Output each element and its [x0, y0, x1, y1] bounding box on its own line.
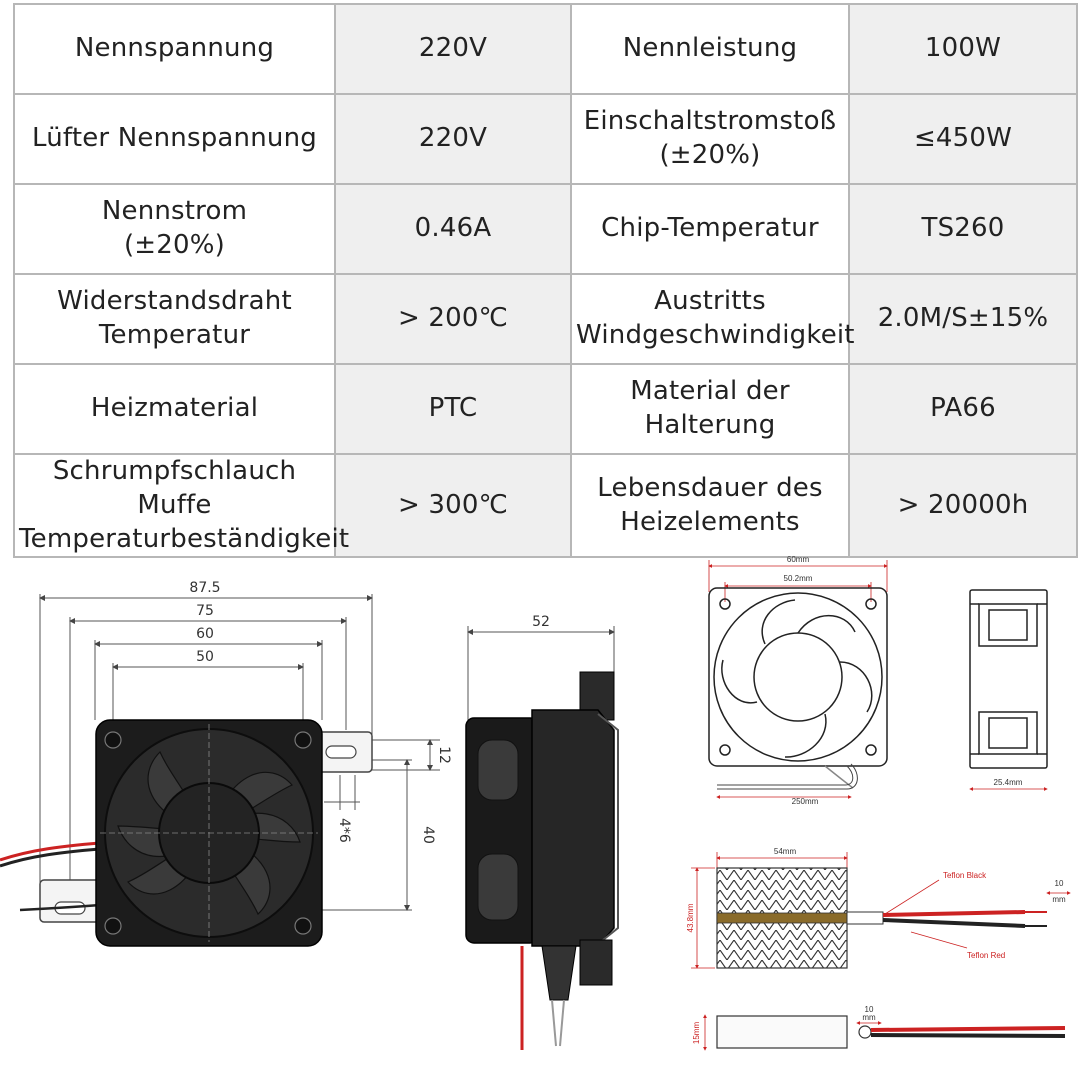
dim-mount-label: 75 [196, 603, 214, 619]
dim-strip-unit-label-2: mm [862, 1013, 876, 1022]
spec-value-cell: 0.46A [334, 183, 572, 275]
dim-overall-label: 87.5 [189, 580, 220, 596]
spec-label-cell: Nennstrom (±20%) [13, 183, 336, 275]
heater-thin-view [716, 1015, 1066, 1049]
dim-height-label: 40 [420, 826, 436, 844]
heater-wires [882, 910, 1047, 928]
dim-fan-label: 60 [196, 626, 214, 642]
spec-value-cell: > 20000h [848, 452, 1078, 559]
spec-value-cell: 220V [334, 3, 572, 95]
spec-label-cell: Widerstandsdraht Temperatur [13, 273, 336, 365]
dim-heater-height-label: 43.8mm [686, 903, 695, 932]
spec-label-cell: Austritts Windgeschwindigkeit [570, 273, 855, 365]
fan-side-outline [969, 589, 1048, 769]
side-body [465, 671, 619, 1050]
spec-label-cell: Chip-Temperatur [570, 183, 850, 275]
dim-heater-length-label: 54mm [774, 847, 797, 856]
dim-depth-label: 52 [532, 614, 550, 630]
spec-label-cell: Heizmaterial [13, 363, 336, 455]
spec-value-cell: TS260 [848, 183, 1078, 275]
spec-row: Schrumpfschlauch Muffe Temperaturbeständ… [13, 452, 1078, 559]
dim-hole-spacing-label: 50 [196, 649, 214, 665]
spec-label-cell: Nennleistung [570, 3, 850, 95]
fan-cable [717, 763, 858, 790]
front-view-drawing: 87.5 75 60 50 12 4*6 40 [0, 580, 452, 947]
spec-label-cell: Lebensdauer des Heizelements [570, 452, 850, 559]
spec-value-cell: ≤450W [848, 93, 1078, 185]
side-view-drawing: 52 [465, 614, 619, 1050]
dim-fan-depth-label: 25.4mm [994, 778, 1023, 787]
dim-fan-holes-label: 50.2mm [784, 574, 813, 583]
spec-label-cell: Lüfter Nennspannung [13, 93, 336, 185]
dim-cable-label: 250mm [792, 797, 819, 806]
wire-black-label: Teflon Black [943, 871, 987, 880]
spec-value-cell: 2.0M/S±15% [848, 273, 1078, 365]
dim-fan-width-label: 60mm [787, 555, 810, 564]
dim-strip-label-2: 10 [865, 1005, 874, 1014]
spec-value-cell: 220V [334, 93, 572, 185]
heater-spec-drawing: 54mm 43.8mm 10 mm 10 mm 15mm Teflon Blac… [686, 847, 1071, 1051]
spec-label-cell: Einschaltstromstoß (±20%) [570, 93, 850, 185]
spec-label-cell: Material der Halterung [570, 363, 850, 455]
spec-label-cell: Schrumpfschlauch Muffe Temperaturbeständ… [13, 452, 349, 559]
dim-holes-label: 4*6 [336, 818, 352, 843]
dim-strip-label: 10 [1055, 879, 1064, 888]
dim-heater-thickness-label: 15mm [692, 1022, 701, 1045]
dim-slot-height-label: 12 [436, 746, 452, 764]
spec-value-cell: PTC [334, 363, 572, 455]
spec-value-cell: PA66 [848, 363, 1078, 455]
spec-value-cell: 100W [848, 3, 1078, 95]
wire-red-label: Teflon Red [967, 951, 1005, 960]
spec-label-cell: Nennspannung [13, 3, 336, 95]
front-dimension-lines [39, 594, 440, 911]
fan-spec-drawing: 60mm 50.2mm 250mm 25.4mm [708, 555, 1048, 806]
dim-strip-unit-label: mm [1052, 895, 1066, 904]
spec-value-cell: > 300℃ [334, 452, 572, 559]
fan-outline [708, 587, 888, 789]
front-fan [95, 719, 323, 947]
spec-value-cell: > 200℃ [334, 273, 572, 365]
heater-core [716, 867, 884, 969]
